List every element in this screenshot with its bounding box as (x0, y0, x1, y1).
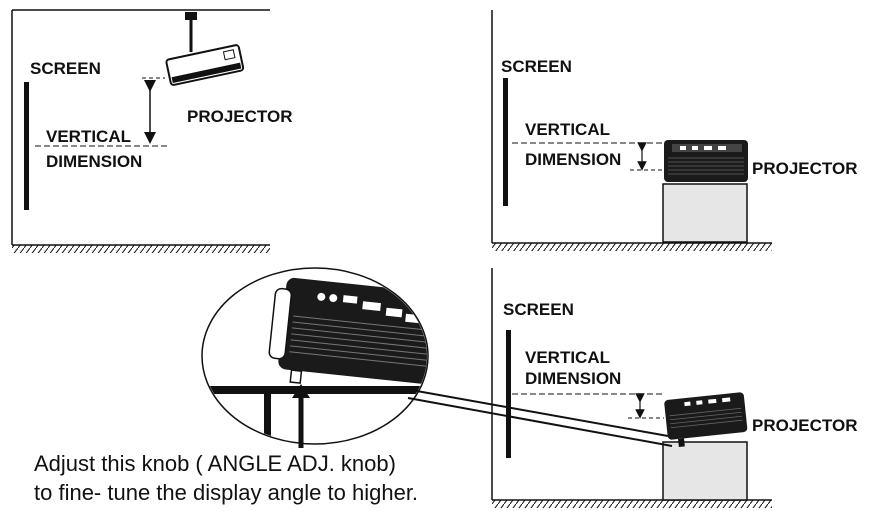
screen-bar (506, 330, 511, 458)
zoom-table-leg (264, 394, 271, 443)
knob-pointer-arrowhead (292, 384, 310, 398)
panel-ceiling-mount: SCREEN VERTICAL DIMENSION PROJECTOR (11, 9, 293, 253)
knob-zoom-callout (201, 267, 673, 448)
dimension-label: DIMENSION (525, 150, 621, 169)
dimension-label: DIMENSION (525, 369, 621, 388)
panel-table-top: SCREEN VERTICAL DIMENSION PROJECTOR (491, 10, 858, 251)
zoom-table-top (203, 386, 427, 394)
panel-angle-adjust: SCREEN VERTICAL DIMENSION PROJECTOR (491, 268, 858, 508)
vertical-label: VERTICAL (46, 127, 131, 146)
zoom-connector-top (399, 387, 669, 437)
table-block (662, 183, 748, 243)
floor-hatch (12, 245, 270, 253)
screen-label: SCREEN (30, 59, 101, 78)
screen-label: SCREEN (503, 300, 574, 319)
projector-table (664, 140, 748, 182)
projector-label: PROJECTOR (752, 416, 858, 435)
projector-ceiling (165, 44, 245, 86)
vertical-label: VERTICAL (525, 120, 610, 139)
dimension-label: DIMENSION (46, 152, 142, 171)
caption-line-2: to fine- tune the display angle to highe… (34, 480, 418, 505)
caption-line-1: Adjust this knob ( ANGLE ADJ. knob) (34, 451, 396, 476)
screen-bar (503, 78, 508, 206)
projector-label: PROJECTOR (752, 159, 858, 178)
projector-angled (664, 392, 748, 447)
floor-hatch (492, 500, 772, 508)
zoomed-projector (203, 277, 427, 443)
floor-hatch (492, 243, 772, 251)
screen-label: SCREEN (501, 57, 572, 76)
zoom-connector-bottom (407, 397, 673, 447)
screen-bar (24, 82, 29, 210)
table-block (662, 441, 748, 501)
ceiling-mount-plate (185, 12, 197, 20)
projector-label: PROJECTOR (187, 107, 293, 126)
vertical-label: VERTICAL (525, 348, 610, 367)
